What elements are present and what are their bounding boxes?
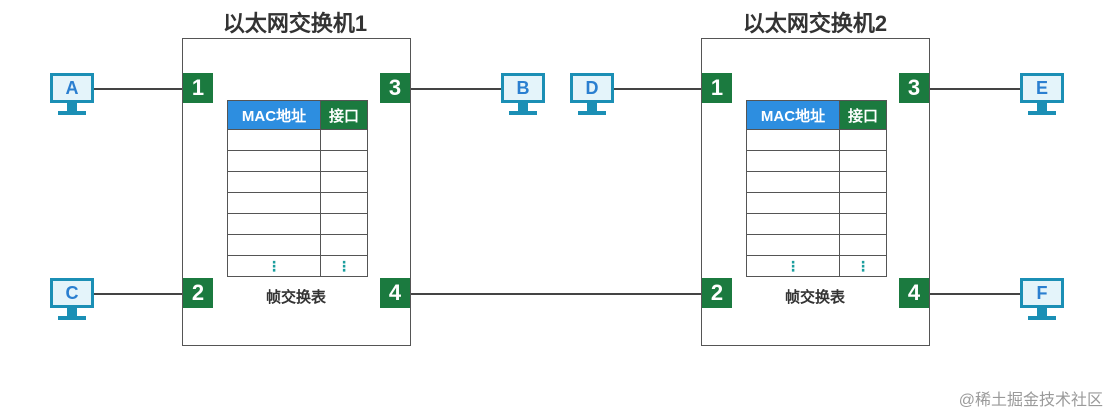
- table-row: [227, 234, 368, 256]
- switch1-frame-table: MAC地址 接口 ⋮ ⋮: [227, 100, 368, 277]
- switch2-table-caption: 帧交换表: [784, 289, 845, 306]
- table-row-ellipsis: ⋮ ⋮: [227, 255, 368, 277]
- host-c-computer-icon: C: [50, 278, 94, 324]
- switch1-port2: 2: [183, 278, 213, 308]
- ellipsis: ⋮: [746, 255, 840, 277]
- switch1-table-caption: 帧交换表: [265, 289, 326, 306]
- wire-sw2p4-f: [929, 293, 1023, 295]
- host-e-computer-icon: E: [1020, 73, 1064, 119]
- host-f-label: F: [1036, 283, 1048, 303]
- wire-c-sw1p2: [92, 293, 184, 295]
- wire-sw2p3-e: [929, 88, 1023, 90]
- table-row: [746, 150, 887, 172]
- switch1-port-header: 接口: [320, 100, 368, 130]
- table-row: [227, 129, 368, 151]
- wire-a-sw1p1: [92, 88, 184, 90]
- table-row: [227, 150, 368, 172]
- wire-d-sw2p1: [612, 88, 704, 90]
- host-c-label: C: [65, 283, 79, 303]
- table-row: [746, 213, 887, 235]
- switch2-port4: 4: [899, 278, 929, 308]
- switch2-port-header: 接口: [839, 100, 887, 130]
- host-e-label: E: [1035, 78, 1048, 98]
- table-row: [746, 171, 887, 193]
- ellipsis: ⋮: [839, 255, 887, 277]
- switch2-title: 以太网交换机2: [742, 11, 888, 36]
- switch1-port3: 3: [380, 73, 410, 103]
- switch2-port3: 3: [899, 73, 929, 103]
- switch1-mac-header: MAC地址: [227, 100, 321, 130]
- switch1-port4: 4: [380, 278, 410, 308]
- wire-sw1p4-sw2p2: [410, 293, 702, 295]
- switch2-port1: 1: [702, 73, 732, 103]
- ellipsis: ⋮: [227, 255, 321, 277]
- wire-sw1p3-b: [410, 88, 504, 90]
- host-a-label: A: [65, 78, 79, 98]
- switch2-port2: 2: [702, 278, 732, 308]
- table-row: [746, 129, 887, 151]
- table-row: [746, 192, 887, 214]
- ellipsis: ⋮: [320, 255, 368, 277]
- host-a-computer-icon: A: [50, 73, 94, 119]
- watermark: @稀土掘金技术社区: [958, 392, 1103, 409]
- table-row-ellipsis: ⋮ ⋮: [746, 255, 887, 277]
- table-row: [746, 234, 887, 256]
- host-b-label: B: [516, 78, 530, 98]
- table-row: [227, 213, 368, 235]
- host-d-label: D: [585, 78, 599, 98]
- table-row: [227, 171, 368, 193]
- table-row: [227, 192, 368, 214]
- switch1-title: 以太网交换机1: [222, 11, 368, 36]
- host-f-computer-icon: F: [1020, 278, 1064, 324]
- switch2-frame-table: MAC地址 接口 ⋮ ⋮: [746, 100, 887, 277]
- switch1-port1: 1: [183, 73, 213, 103]
- host-b-computer-icon: B: [501, 73, 545, 119]
- switch2-mac-header: MAC地址: [746, 100, 840, 130]
- host-d-computer-icon: D: [570, 73, 614, 119]
